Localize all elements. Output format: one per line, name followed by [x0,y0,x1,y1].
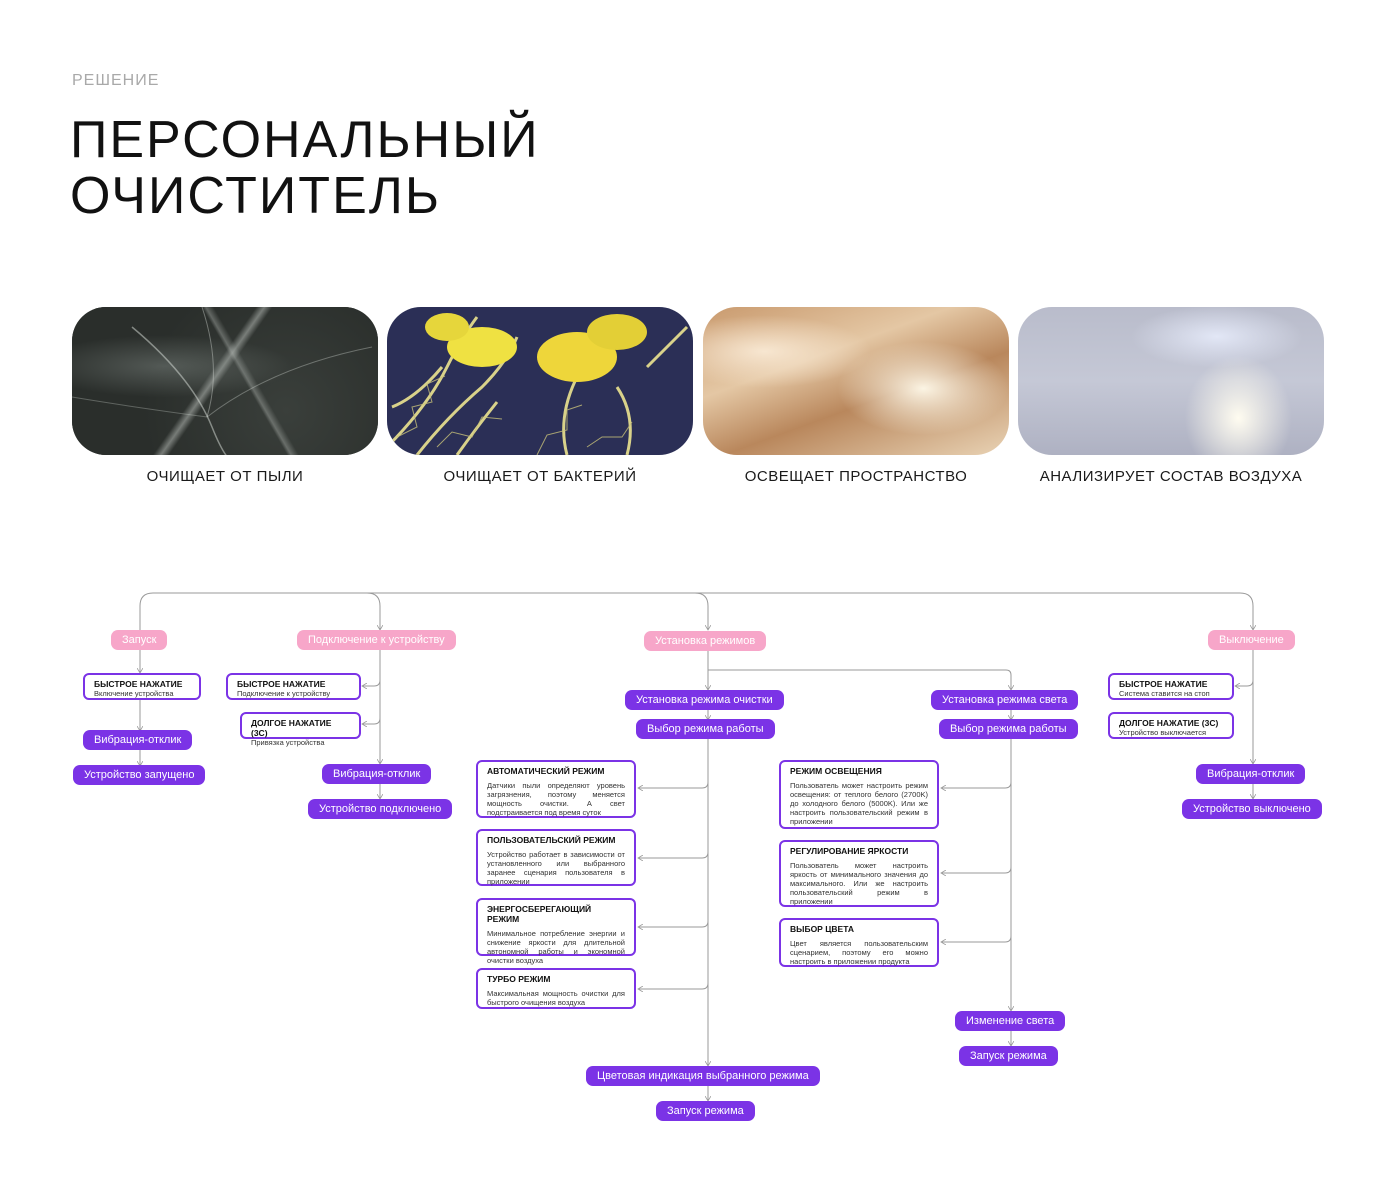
box-title: АВТОМАТИЧЕСКИЙ РЕЖИМ [487,766,605,776]
flow-connect-vibration: Вибрация-отклик [322,764,432,784]
feature-image-bacteria [387,307,693,455]
bacteria-texture [387,313,689,455]
flow-off-vibration: Вибрация-отклик [1196,764,1306,784]
flow-start-header: Запуск [111,630,168,650]
flow-off-long-press: ДОЛГОЕ НАЖАТИЕ (3С) Устройство выключает… [1108,712,1234,739]
box-title: ВЫБОР ЦВЕТА [790,924,855,934]
flow-light-mode-setup: Установка режима света [931,690,1079,710]
box-desc: Пользователь может настроить режим освещ… [790,781,928,826]
flow-modes-header: Установка режимов [644,631,767,651]
title-line-1: ПЕРСОНАЛЬНЫЙ [70,111,540,169]
feature-caption-dust: ОЧИЩАЕТ ОТ ПЫЛИ [146,468,304,485]
box-title: БЫСТРОЕ НАЖАТИЕ [94,679,183,689]
flow-start-quick-press: БЫСТРОЕ НАЖАТИЕ Включение устройства [83,673,201,700]
feature-image-air [1018,307,1324,455]
flow-clean-user-mode: ПОЛЬЗОВАТЕЛЬСКИЙ РЕЖИМ Устройство работа… [476,829,636,886]
feature-image-dust [72,307,378,455]
box-desc: Подключение к устройству [237,689,331,698]
box-title: ДОЛГОЕ НАЖАТИЕ (3С) [1119,718,1219,728]
feature-caption-air: АНАЛИЗИРУЕТ СОСТАВ ВОЗДУХА [1039,468,1303,485]
box-desc: Устройство работает в зависимости от уст… [487,850,625,886]
box-desc: Цвет является пользовательским сценарием… [790,939,928,966]
box-desc: Минимальное потребление энергии и снижен… [487,929,625,965]
box-title: РЕЖИМ ОСВЕЩЕНИЯ [790,766,882,776]
feature-image-light [703,307,1009,455]
flow-connect-long-press: ДОЛГОЕ НАЖАТИЕ (3С) Привязка устройства [240,712,361,747]
flow-off-header: Выключение [1208,630,1295,650]
flow-connect-quick-press: БЫСТРОЕ НАЖАТИЕ Подключение к устройству [226,673,361,700]
box-desc: Пользователь может настроить яркость от … [790,861,928,906]
box-title: БЫСТРОЕ НАЖАТИЕ [237,679,326,689]
box-title: ТУРБО РЕЖИМ [487,974,551,984]
flow-light-lighting-mode: РЕЖИМ ОСВЕЩЕНИЯ Пользователь может настр… [779,760,939,829]
flow-clean-auto-mode: АВТОМАТИЧЕСКИЙ РЕЖИМ Датчики пыли опреде… [476,760,636,818]
flow-clean-eco-mode: ЭНЕРГОСБЕРЕГАЮЩИЙ РЕЖИМ Минимальное потр… [476,898,636,965]
flow-start-vibration: Вибрация-отклик [83,730,193,750]
flow-clean-turbo-mode: ТУРБО РЕЖИМ Максимальная мощность очистк… [476,968,636,1009]
flow-clean-color-indicator: Цветовая индикация выбранного режима [586,1066,820,1086]
flow-start-device-started: Устройство запущено [73,765,206,785]
box-title: РЕГУЛИРОВАНИЕ ЯРКОСТИ [790,846,909,856]
box-title: ПОЛЬЗОВАТЕЛЬСКИЙ РЕЖИМ [487,835,616,845]
box-title: ДОЛГОЕ НАЖАТИЕ (3С) [251,718,332,738]
flow-clean-launch: Запуск режима [656,1101,755,1121]
box-desc: Максимальная мощность очистки для быстро… [487,989,625,1007]
flow-connect-header: Подключение к устройству [297,630,456,650]
flow-light-change: Изменение света [955,1011,1066,1031]
page-title: ПЕРСОНАЛЬНЫЙ ОЧИСТИТЕЛЬ [70,112,540,224]
box-desc: Система ставится на стоп [1119,689,1210,698]
flow-clean-select-mode: Выбор режима работы [636,719,775,739]
title-line-2: ОЧИСТИТЕЛЬ [70,167,441,225]
feature-caption-bacteria: ОЧИЩАЕТ ОТ БАКТЕРИЙ [443,468,637,485]
flow-light-color-choice: ВЫБОР ЦВЕТА Цвет является пользовательск… [779,918,939,967]
flow-clean-mode-setup: Установка режима очистки [625,690,784,710]
feature-caption-light: ОСВЕЩАЕТ ПРОСТРАНСТВО [744,468,968,485]
box-desc: Привязка устройства [251,738,325,747]
flow-light-select-mode: Выбор режима работы [939,719,1078,739]
box-desc: Устройство выключается [1119,728,1207,737]
flow-light-launch: Запуск режима [959,1046,1058,1066]
flow-off-device-off: Устройство выключено [1182,799,1322,819]
dust-texture [72,307,373,455]
flow-light-brightness: РЕГУЛИРОВАНИЕ ЯРКОСТИ Пользователь может… [779,840,939,907]
section-eyebrow: РЕШЕНИЕ [72,72,160,89]
flow-connect-device-connected: Устройство подключено [308,799,453,819]
box-desc: Включение устройства [94,689,174,698]
box-desc: Датчики пыли определяют уровень загрязне… [487,781,625,817]
box-title: ЭНЕРГОСБЕРЕГАЮЩИЙ РЕЖИМ [487,904,592,924]
flow-off-quick-press: БЫСТРОЕ НАЖАТИЕ Система ставится на стоп [1108,673,1234,700]
box-title: БЫСТРОЕ НАЖАТИЕ [1119,679,1208,689]
